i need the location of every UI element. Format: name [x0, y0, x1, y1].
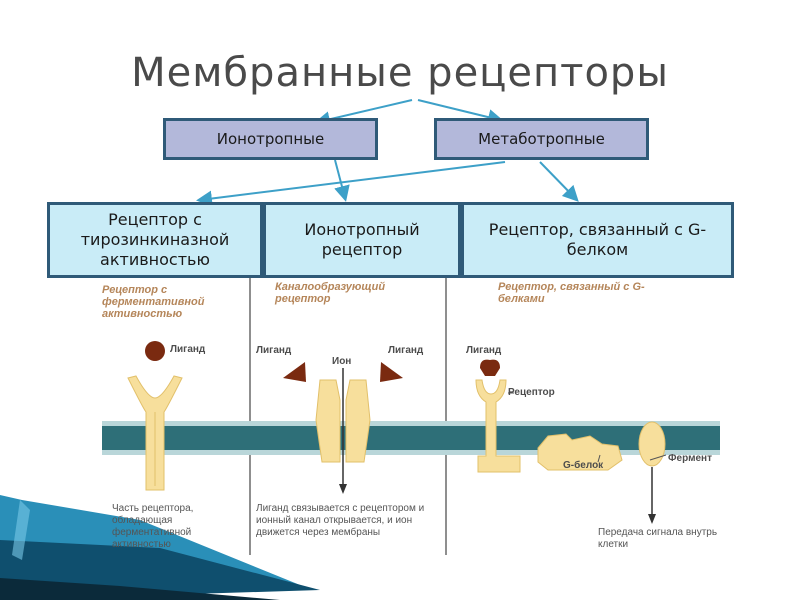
arrow-meta-to-tyrosine	[196, 161, 506, 207]
channel-left-half	[315, 379, 341, 463]
label-enzyme: Фермент	[668, 453, 712, 464]
box-ionotropic: Ионотропные	[163, 118, 378, 160]
arrow-title-metabotropic	[417, 99, 504, 125]
subtitle-enzymatic: Рецептор с ферментативной активностью	[102, 284, 205, 320]
label-g-protein: G-белок	[563, 460, 604, 471]
caption-enzymatic: Часть рецептора, обладающая ферментативн…	[112, 503, 194, 550]
label-ligand-channel-left: Лиганд	[256, 345, 292, 356]
label-ligand-channel-right: Лиганд	[388, 345, 424, 356]
box-ionotropic-receptor: Ионотропный рецептор	[263, 202, 461, 278]
channel-right-half	[345, 379, 371, 463]
subtitle-gprotein: Рецептор, связанный с G-белками	[498, 281, 645, 305]
g-protein-shape	[537, 433, 623, 471]
label-receptor: Рецептор	[508, 387, 555, 398]
gprotein-receptor-shape	[475, 379, 521, 473]
page-title: Мембранные рецепторы	[131, 50, 669, 96]
caption-signal: Передача сигнала внутрь клетки	[598, 527, 718, 550]
label-ligand-enzymatic: Лиганд	[170, 344, 206, 355]
ligand-gprotein	[480, 359, 500, 376]
subtitle-channel: Каналообразующий рецептор	[275, 281, 386, 305]
box-metabotropic: Метаботропные	[434, 118, 649, 160]
box-g-protein-receptor: Рецептор, связанный с G-белком	[461, 202, 734, 278]
label-ion: Ион	[332, 356, 352, 367]
label-ligand-gprotein: Лиганд	[466, 345, 502, 356]
ligand-ball-enzymatic	[145, 341, 165, 361]
ligand-triangle-right	[380, 362, 403, 382]
caption-channel: Лиганд связывается с рецептором и ионный…	[256, 503, 425, 538]
arrow-iono-to-iono-receptor	[334, 159, 350, 202]
ligand-triangle-left	[283, 362, 306, 382]
box-tyrosine-kinase: Рецептор с тирозинкиназной активностью	[47, 202, 263, 278]
enzyme-shape	[638, 421, 666, 467]
arrow-meta-to-gprotein	[539, 161, 579, 202]
cell-membrane	[102, 425, 720, 451]
